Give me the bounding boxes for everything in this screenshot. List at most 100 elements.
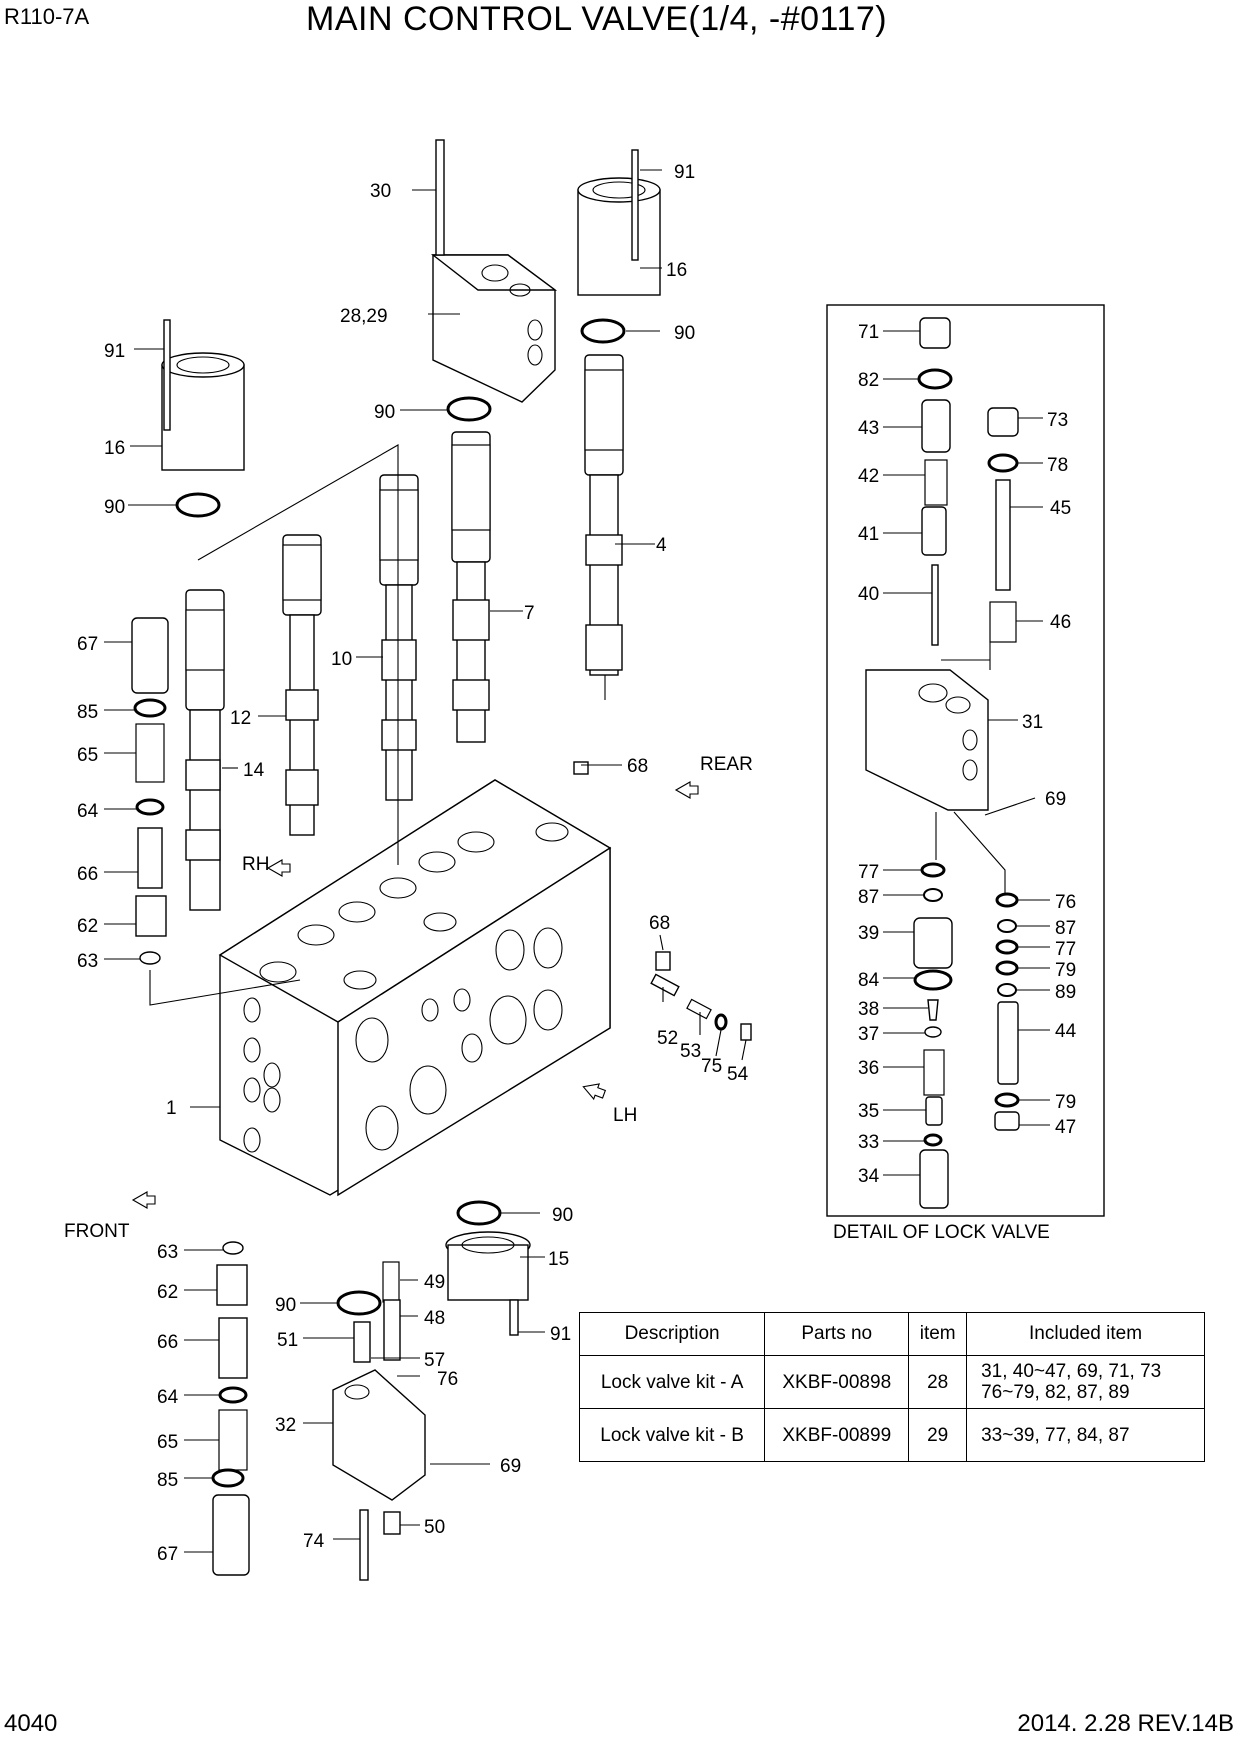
row-b-included: 33~39, 77, 84, 87 — [966, 1408, 1205, 1462]
callout-74: 74 — [303, 1531, 325, 1552]
callout-79-lower: 79 — [1055, 1092, 1076, 1113]
header-included-item: Included item — [966, 1312, 1205, 1356]
spool-4 — [584, 354, 624, 676]
callout-71: 71 — [858, 322, 879, 343]
table-header-row: Description Parts no item Included item — [578, 1312, 1205, 1356]
revision-date: 2014. 2.28 REV.14B — [1017, 1710, 1234, 1737]
callout-78: 78 — [1047, 455, 1068, 476]
main-valve-body — [218, 779, 612, 1197]
row-a-included-line1: 31, 40~47, 69, 71, 73 — [981, 1361, 1162, 1382]
callout-16-left: 16 — [104, 438, 125, 459]
o-ring-90-a — [580, 318, 626, 344]
callout-89: 89 — [1055, 982, 1076, 1003]
callout-64-lower: 64 — [157, 1387, 179, 1408]
callout-35: 35 — [858, 1101, 879, 1122]
callout-54: 54 — [727, 1064, 749, 1085]
page-number: 4040 — [4, 1710, 58, 1737]
callout-28-29: 28,29 — [340, 306, 388, 327]
callout-38: 38 — [858, 999, 879, 1020]
callout-47: 47 — [1055, 1117, 1076, 1138]
model-label: R110-7A — [4, 4, 90, 29]
callout-labels: 1 4 7 10 12 14 15 16 16 28,29 30 31 32 3… — [77, 162, 1077, 1565]
callout-7: 7 — [524, 603, 535, 624]
callout-32: 32 — [275, 1415, 296, 1436]
label-front: FRONT — [64, 1221, 130, 1242]
callout-67-lower: 67 — [157, 1544, 178, 1565]
callout-49: 49 — [424, 1272, 445, 1293]
lock-block-32 — [332, 1261, 426, 1581]
row-a-included-line2: 76~79, 82, 87, 89 — [981, 1382, 1130, 1403]
callout-77-left: 77 — [858, 862, 879, 883]
callout-10: 10 — [331, 649, 352, 670]
callout-45: 45 — [1050, 498, 1071, 519]
header-parts-no: Parts no — [764, 1312, 910, 1356]
callout-48: 48 — [424, 1308, 445, 1329]
direction-arrows — [131, 781, 699, 1209]
row-a-item: 28 — [908, 1355, 968, 1409]
label-rear: REAR — [700, 754, 753, 775]
callout-76-lower: 76 — [437, 1369, 458, 1390]
callout-30: 30 — [370, 181, 391, 202]
callout-40: 40 — [858, 584, 879, 605]
callout-33: 33 — [858, 1132, 879, 1153]
end-cap-16-left — [161, 319, 245, 471]
lock-valve-block-28-29 — [430, 139, 558, 403]
leader-lines — [104, 169, 1050, 1553]
callout-50: 50 — [424, 1517, 445, 1538]
callout-53: 53 — [680, 1041, 701, 1062]
callout-69-lower: 69 — [500, 1456, 521, 1477]
callout-90-bottom-left: 90 — [275, 1295, 296, 1316]
callout-63-lower: 63 — [157, 1242, 178, 1263]
left-upper-stack — [131, 617, 169, 965]
left-lower-stack — [211, 1241, 250, 1576]
row-b-description: Lock valve kit - B — [578, 1408, 766, 1462]
body-side-ports — [243, 927, 563, 1153]
callout-87-right: 87 — [1055, 918, 1076, 939]
callout-37: 37 — [858, 1024, 879, 1045]
callout-1: 1 — [166, 1098, 177, 1119]
callout-68-lower: 68 — [649, 913, 670, 934]
page-title: MAIN CONTROL VALVE(1/4, -#0117) — [306, 0, 888, 38]
callout-39: 39 — [858, 923, 879, 944]
callout-91-left: 91 — [104, 341, 125, 362]
callout-79-upper: 79 — [1055, 960, 1076, 981]
callout-34: 34 — [858, 1166, 880, 1187]
row-b-parts-no: XKBF-00899 — [764, 1408, 910, 1462]
callout-31: 31 — [1022, 712, 1043, 733]
callout-4: 4 — [656, 535, 667, 556]
callout-76-detail: 76 — [1055, 892, 1076, 913]
lock-valve-kit-table: Description Parts no item Included item … — [578, 1312, 1205, 1462]
callout-66-upper: 66 — [77, 864, 98, 885]
spool-10 — [379, 474, 419, 801]
callout-46: 46 — [1050, 612, 1071, 633]
body-top-ports — [259, 822, 569, 990]
callout-65-upper: 65 — [77, 745, 98, 766]
callout-82: 82 — [858, 370, 879, 391]
spool-7 — [451, 431, 491, 743]
spool-14 — [185, 589, 225, 911]
callout-84: 84 — [858, 970, 880, 991]
callout-85-lower: 85 — [157, 1470, 178, 1491]
header-item: item — [908, 1312, 968, 1356]
callout-91-top-right: 91 — [674, 162, 695, 183]
callout-68-upper: 68 — [627, 756, 648, 777]
callout-52: 52 — [657, 1028, 678, 1049]
row-b-included-line1: 33~39, 77, 84, 87 — [981, 1424, 1130, 1446]
row-b-item: 29 — [908, 1408, 968, 1462]
label-rh: RH — [242, 854, 269, 875]
callout-12: 12 — [230, 708, 251, 729]
table-row: Lock valve kit - B XKBF-00899 29 33~39, … — [578, 1408, 1205, 1462]
callout-77-right: 77 — [1055, 939, 1076, 960]
callout-66-lower: 66 — [157, 1332, 178, 1353]
callout-15: 15 — [548, 1249, 569, 1270]
callout-41: 41 — [858, 524, 879, 545]
callout-85-upper: 85 — [77, 702, 98, 723]
o-ring-90-b — [446, 396, 492, 422]
callout-91-bottom: 91 — [550, 1324, 571, 1345]
callout-51: 51 — [277, 1330, 298, 1351]
callout-67-upper: 67 — [77, 634, 98, 655]
label-lh: LH — [613, 1105, 637, 1126]
flange-15 — [445, 1231, 531, 1336]
callout-62-lower: 62 — [157, 1282, 178, 1303]
